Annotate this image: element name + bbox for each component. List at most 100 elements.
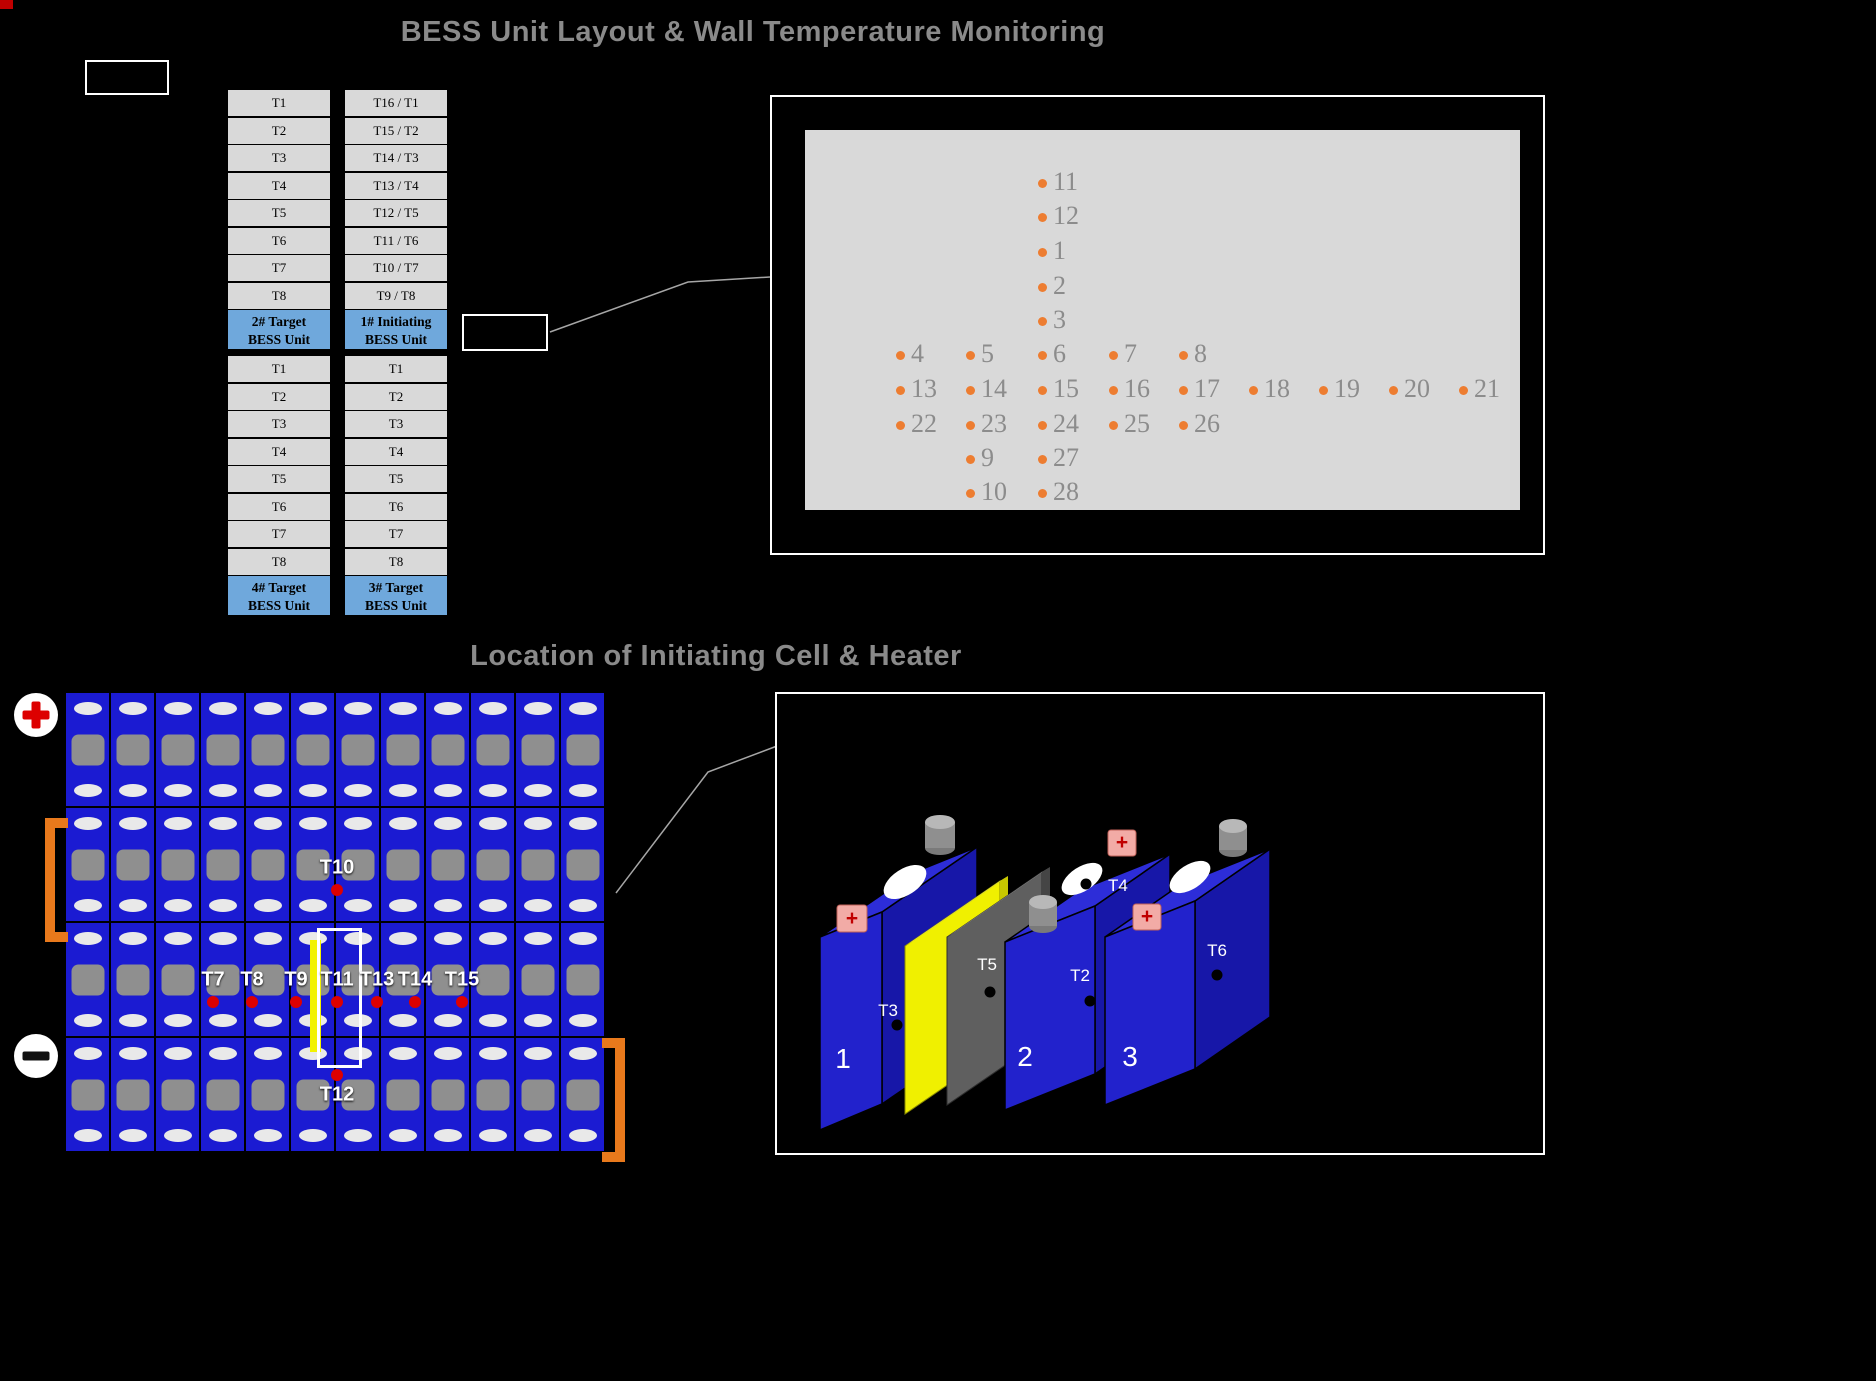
- wall-sensor-row: T8: [228, 282, 330, 309]
- cell-terminal-bottom: [298, 784, 327, 797]
- plus-bar-v: [31, 701, 41, 729]
- wall-sensor-dot: [895, 350, 905, 360]
- wall-sensor-dot: [1178, 420, 1188, 430]
- cell-terminal-top: [388, 702, 417, 715]
- cell-terminal-top: [118, 1047, 147, 1060]
- cell-vent: [341, 734, 374, 765]
- cell-terminal-bottom: [433, 784, 462, 797]
- cell-2-number: 2: [1017, 1041, 1033, 1072]
- unit-name-line1: 3# Target: [368, 580, 424, 595]
- wall-sensor-row: T13 / T4: [345, 172, 447, 199]
- cell-terminal-top: [163, 932, 192, 945]
- cell-terminal-top: [388, 932, 417, 945]
- wall-sensor-row: T1: [228, 356, 330, 382]
- cell-terminal-bottom: [433, 1129, 462, 1142]
- cell-vent: [386, 734, 419, 765]
- cell-terminal-top: [118, 932, 147, 945]
- battery-cell: [470, 807, 515, 922]
- sensor-label-t2: T2: [1070, 966, 1090, 985]
- cell-terminal-bottom: [118, 1129, 147, 1142]
- cell-terminal-bottom: [478, 1129, 507, 1142]
- cell-vent: [71, 849, 104, 880]
- cell-terminal-top: [343, 932, 372, 945]
- cell-vent: [521, 964, 554, 995]
- cell-vent: [566, 964, 599, 995]
- cell-terminal-top: [523, 702, 552, 715]
- wall-sensor-number: 7: [1124, 339, 1137, 368]
- wall-sensor-row: T5: [228, 200, 330, 226]
- cell-1-top-oval: [883, 864, 927, 900]
- cell-terminal-bottom: [163, 1014, 192, 1027]
- cell-terminal-bottom: [253, 1129, 282, 1142]
- wall-sensor-dot: [1178, 350, 1188, 360]
- pack-sensor-label: T10: [319, 856, 355, 879]
- minus-bar: [22, 1051, 50, 1061]
- cell-terminal-top: [343, 817, 372, 830]
- pack-sensor-label: T11: [320, 968, 354, 991]
- battery-cell: [515, 1037, 560, 1152]
- wall-sensor-row: T3: [345, 411, 447, 437]
- battery-cell: [155, 692, 200, 807]
- wall-sensor-dot: [1037, 316, 1047, 326]
- cell-terminal-bottom: [568, 1014, 597, 1027]
- cell-terminal-top: [208, 1047, 237, 1060]
- unit-name-line1: 4# Target: [251, 580, 307, 595]
- wall-sensor-number: 14: [981, 374, 1007, 403]
- cell-terminal-bottom: [568, 899, 597, 912]
- pack-sensor-dot: [331, 996, 343, 1008]
- cell-terminal-bottom: [523, 899, 552, 912]
- cell-terminal-top: [433, 702, 462, 715]
- cell-terminal-bottom: [343, 784, 372, 797]
- cell-terminal-bottom: [208, 1129, 237, 1142]
- battery-cell: [335, 1037, 380, 1152]
- cell-terminal-top: [388, 817, 417, 830]
- cell-3-plus-terminal: [1132, 903, 1162, 931]
- pack-sensor-dot: [409, 996, 421, 1008]
- cell-vent: [386, 1079, 419, 1110]
- wall-sensor-number: 1: [1053, 236, 1066, 265]
- pack-sensor-label: T9: [284, 968, 308, 991]
- section-title: Location of Initiating Cell & Heater: [470, 640, 962, 672]
- sensor-label-t6: T6: [1207, 941, 1227, 960]
- cell-terminal-bottom: [253, 1014, 282, 1027]
- heater-top-edge: [905, 876, 1008, 946]
- wall-sensor-dot: [895, 385, 905, 395]
- wall-sensor-row: T2: [228, 117, 330, 144]
- cell-vent: [251, 734, 284, 765]
- battery-cell: [380, 1037, 425, 1152]
- cell-vent: [431, 849, 464, 880]
- battery-cell: [65, 692, 110, 807]
- wall-sensor-row: T6: [228, 227, 330, 254]
- battery-cell: [290, 692, 335, 807]
- cell-vent: [431, 734, 464, 765]
- cell-terminal-bottom: [388, 1014, 417, 1027]
- sensor-dot-t5: [984, 986, 996, 998]
- cell-terminal-top: [253, 702, 282, 715]
- cell-vent: [251, 1079, 284, 1110]
- cell-terminal-top: [208, 932, 237, 945]
- cell-terminal-top: [388, 1047, 417, 1060]
- battery-cell: [65, 1037, 110, 1152]
- battery-cell: [470, 922, 515, 1037]
- wall-sensor-row: T5: [228, 466, 330, 492]
- cell-vent: [116, 964, 149, 995]
- battery-cell: [155, 1037, 200, 1152]
- wall-sensor-number: 21: [1474, 374, 1500, 403]
- cell-terminal-top: [478, 817, 507, 830]
- wall-sensor-number: 22: [911, 409, 937, 438]
- cell-vent: [296, 734, 329, 765]
- battery-cell: [380, 922, 425, 1037]
- wall-sensor-dot: [1037, 178, 1047, 188]
- pack-sensor-dot: [371, 996, 383, 1008]
- wall-sensor-dot: [1108, 385, 1118, 395]
- cell-terminal-bottom: [118, 1014, 147, 1027]
- battery-cell: [380, 692, 425, 807]
- wall-sensor-number: 5: [981, 339, 994, 368]
- wall-sensor-dot: [1388, 385, 1398, 395]
- cell-vent: [71, 1079, 104, 1110]
- cell-vent: [206, 849, 239, 880]
- cell-terminal-top: [208, 702, 237, 715]
- cell-terminal-top: [433, 932, 462, 945]
